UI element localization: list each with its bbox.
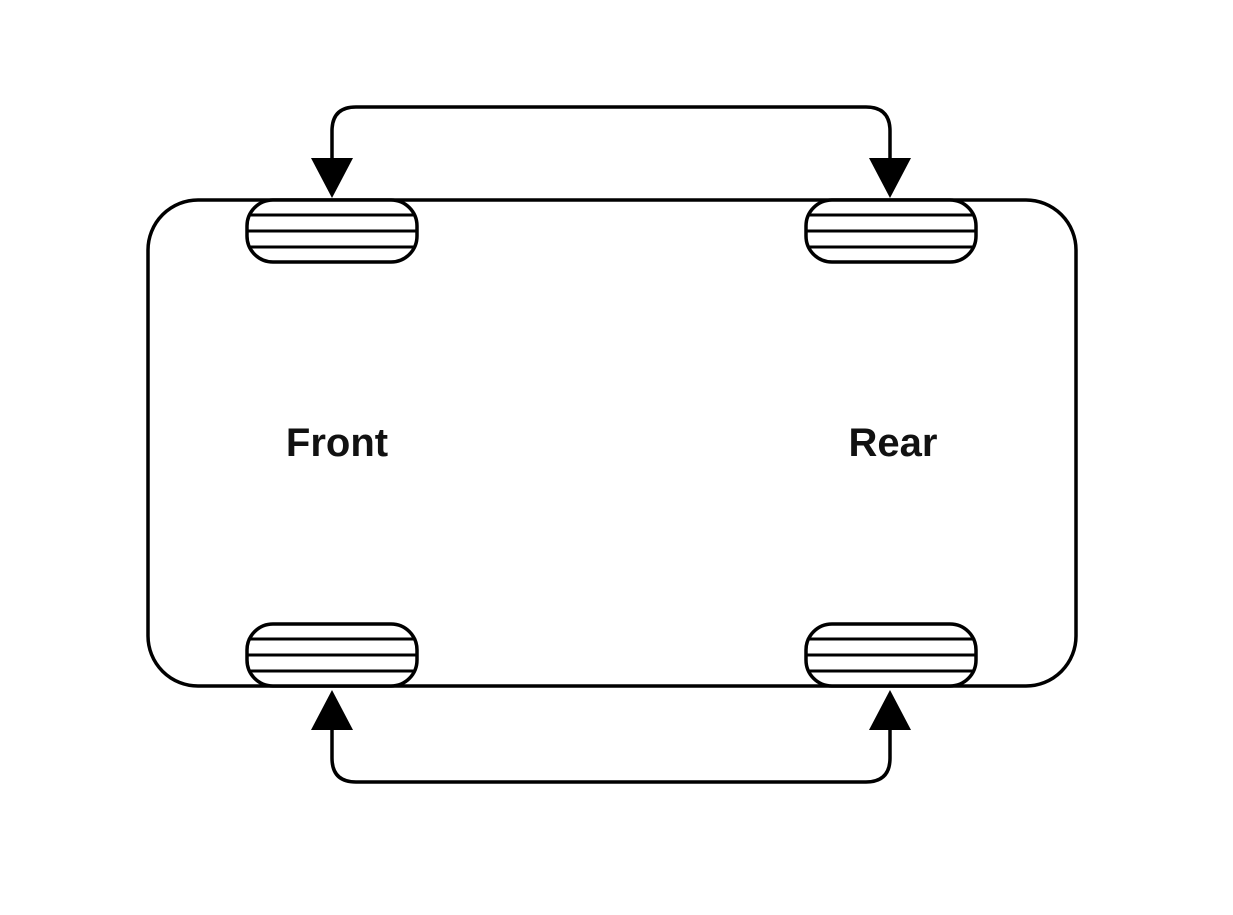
front-label: Front [286, 421, 388, 465]
tire-front-bottom [245, 622, 419, 688]
bottom-swap-arrow-line [330, 724, 892, 784]
bottom-swap-arrowhead-rear [869, 690, 911, 730]
tire-rear-bottom [804, 622, 978, 688]
top-swap-arrow-line [330, 105, 892, 164]
car-body [146, 198, 1078, 688]
rear-label: Rear [849, 421, 938, 465]
tire-front-top [245, 198, 419, 264]
top-swap-arrowhead-front [311, 158, 353, 198]
bottom-swap-arrowhead-front [311, 690, 353, 730]
tire-rear-top [804, 198, 978, 264]
top-swap-arrowhead-rear [869, 158, 911, 198]
